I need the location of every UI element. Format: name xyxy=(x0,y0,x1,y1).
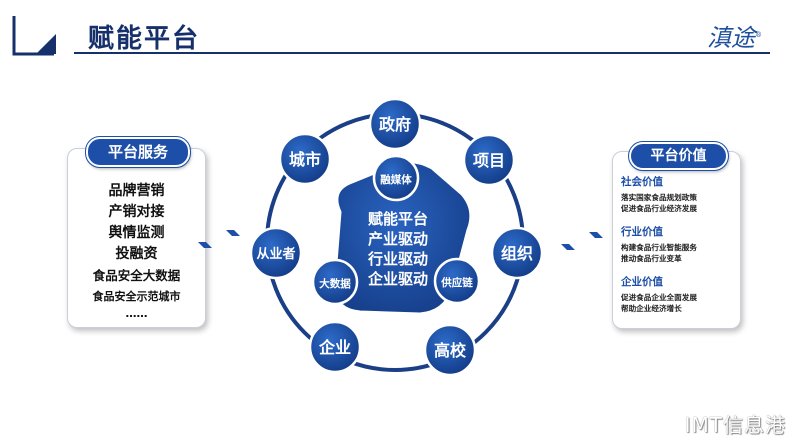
core-label: 行业驱动 xyxy=(367,250,428,268)
platform-value-panel: 平台价值 社会价值 落实国家食品规划政策 促进食品行业经济发展 行业价值 构建食… xyxy=(612,141,741,329)
value-heading: 社会价值 xyxy=(621,176,663,188)
outer-node-university: 高校 xyxy=(423,323,477,377)
outer-node-organization: 组织 xyxy=(490,226,544,280)
outer-node-project: 项目 xyxy=(462,133,516,187)
header-divider xyxy=(74,52,770,54)
value-group-enterprise: 企业价值 促进食品企业全面发展 帮助企业经济增长 xyxy=(621,274,736,314)
core-label: 企业驱动 xyxy=(367,270,428,288)
list-item: 食品安全大数据 xyxy=(92,268,181,283)
list-item: 产销对接 xyxy=(108,204,165,220)
core-label: 产业驱动 xyxy=(368,230,428,248)
value-line: 促进食品行业经济发展 xyxy=(621,204,697,213)
outer-node-enterprise: 企业 xyxy=(308,320,362,374)
list-item: 食品安全示范城市 xyxy=(92,290,181,303)
value-group-social: 社会价值 落实国家食品规划政策 促进食品行业经济发展 xyxy=(621,174,736,214)
watermark: IMT信息港 xyxy=(684,413,786,437)
outer-node-label: 城市 xyxy=(289,150,321,169)
inner-node-label: 大数据 xyxy=(319,277,351,290)
list-item: 品牌营销 xyxy=(108,183,165,199)
exchange-arrows-icon xyxy=(198,230,240,248)
exchange-arrows-icon xyxy=(561,232,603,250)
brand-logo: 滇途® xyxy=(707,24,762,52)
value-heading: 行业价值 xyxy=(621,226,663,238)
platform-value-title: 平台价值 xyxy=(628,141,729,171)
core-label: 赋能平台 xyxy=(368,210,428,228)
inner-node-media: 融媒体 xyxy=(372,154,420,202)
outer-node-city: 城市 xyxy=(278,132,332,186)
service-list: 品牌营销 产销对接 舆情监测 投融资 食品安全大数据 食品安全示范城市 …… xyxy=(68,181,205,321)
value-group-industry: 行业价值 构建食品行业智能服务 推动食品行业变革 xyxy=(621,224,736,264)
outer-node-practitioner: 从业者 xyxy=(249,226,303,280)
value-list: 社会价值 落实国家食品规划政策 促进食品行业经济发展 行业价值 构建食品行业智能… xyxy=(621,174,736,324)
page-title: 赋能平台 xyxy=(88,24,201,54)
platform-services-panel: 平台服务 品牌营销 产销对接 舆情监测 投融资 食品安全大数据 食品安全示范城市… xyxy=(67,136,206,328)
corner-bracket-icon xyxy=(12,16,56,56)
outer-node-label: 从业者 xyxy=(256,246,295,262)
inner-node-label: 融媒体 xyxy=(380,173,412,186)
inner-node-big-data: 大数据 xyxy=(311,258,359,306)
outer-node-label: 组织 xyxy=(501,244,533,263)
value-line: 构建食品行业智能服务 xyxy=(621,243,697,252)
inner-node-label: 供应链 xyxy=(440,276,473,289)
value-line: 促进食品企业全面发展 xyxy=(621,293,697,302)
outer-node-label: 企业 xyxy=(318,338,351,357)
outer-node-label: 政府 xyxy=(379,115,411,134)
platform-services-title: 平台服务 xyxy=(85,136,191,168)
outer-node-label: 高校 xyxy=(434,341,467,360)
inner-node-supply-chain: 供应链 xyxy=(433,257,481,305)
value-heading: 企业价值 xyxy=(621,276,663,288)
value-line: 推动食品行业变革 xyxy=(621,254,682,263)
value-line: 帮助企业经济增长 xyxy=(621,304,682,313)
outer-node-government: 政府 xyxy=(368,97,422,151)
list-item: …… xyxy=(125,307,148,320)
outer-node-label: 项目 xyxy=(473,151,505,170)
list-item: 投融资 xyxy=(115,246,158,262)
list-item: 舆情监测 xyxy=(108,225,165,241)
value-line: 落实国家食品规划政策 xyxy=(621,193,697,202)
